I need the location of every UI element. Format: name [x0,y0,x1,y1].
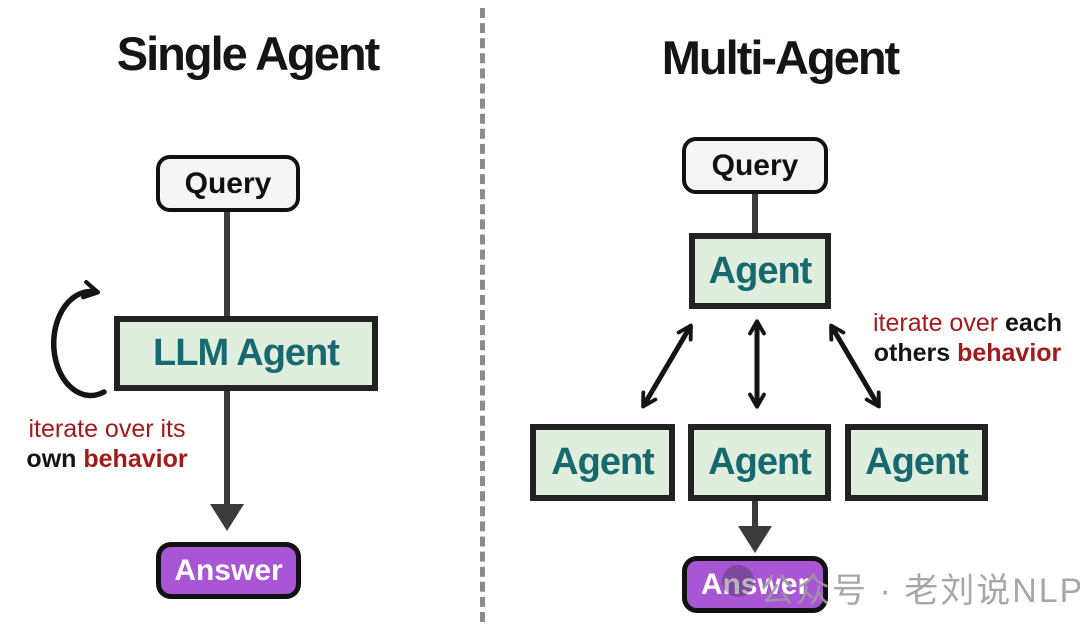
multi-note-behavior: behavior [957,339,1062,367]
multi-down-arrowhead-icon [738,526,772,553]
multi-bidirectional-arrows-icon [641,319,881,409]
single-down-arrowhead-icon [210,504,244,531]
multi-worker-agent-node-1: Agent [530,424,675,501]
watermark-logo-icon [722,565,754,597]
single-answer-node: Answer [156,542,301,599]
multi-coordinator-agent-node: Agent [689,233,831,309]
self-loop-arrow-icon [50,280,107,399]
multi-worker-agent-label-2: Agent [708,441,812,483]
multi-note-others: others [873,339,951,367]
panel-divider [480,8,485,622]
single-connector-query-agent [224,208,230,320]
single-note-line1: iterate over its [28,415,186,443]
multi-worker-agent-label-3: Agent [865,441,969,483]
multi-connector-agent-answer [752,498,758,526]
single-note-behavior: behavior [83,445,188,473]
single-llm-agent-label: LLM Agent [153,332,340,374]
single-query-label: Query [184,166,272,200]
single-query-node: Query [156,155,300,212]
multi-answer-label: Answer [700,567,810,601]
multi-connector-query-agent [752,190,758,238]
single-llm-agent-node: LLM Agent [114,316,378,391]
multi-note-line1-red: iterate over [873,309,999,337]
watermark-text: 公众号 · 老刘说NLP [760,572,1080,610]
multi-query-node: Query [682,137,828,194]
single-note-own: own [26,445,77,473]
single-connector-agent-answer [224,388,230,506]
multi-coordinator-agent-label: Agent [708,249,813,292]
bidir-arrow-left [641,323,693,409]
single-agent-note: iterate over its own behavior [12,414,202,474]
multi-agent-title: Multi-Agent [661,31,900,84]
multi-note-each: each [1005,309,1062,337]
multi-agent-note: iterate over each others behavior [865,308,1070,368]
multi-worker-agent-label-1: Agent [551,441,655,483]
multi-worker-agent-node-2: Agent [688,424,831,501]
multi-worker-agent-node-3: Agent [845,424,988,501]
single-answer-label: Answer [174,553,283,587]
multi-answer-node: Answer [682,556,828,613]
multi-query-label: Query [711,148,799,182]
single-agent-title: Single Agent [116,27,381,80]
bidir-arrow-right [829,323,881,409]
